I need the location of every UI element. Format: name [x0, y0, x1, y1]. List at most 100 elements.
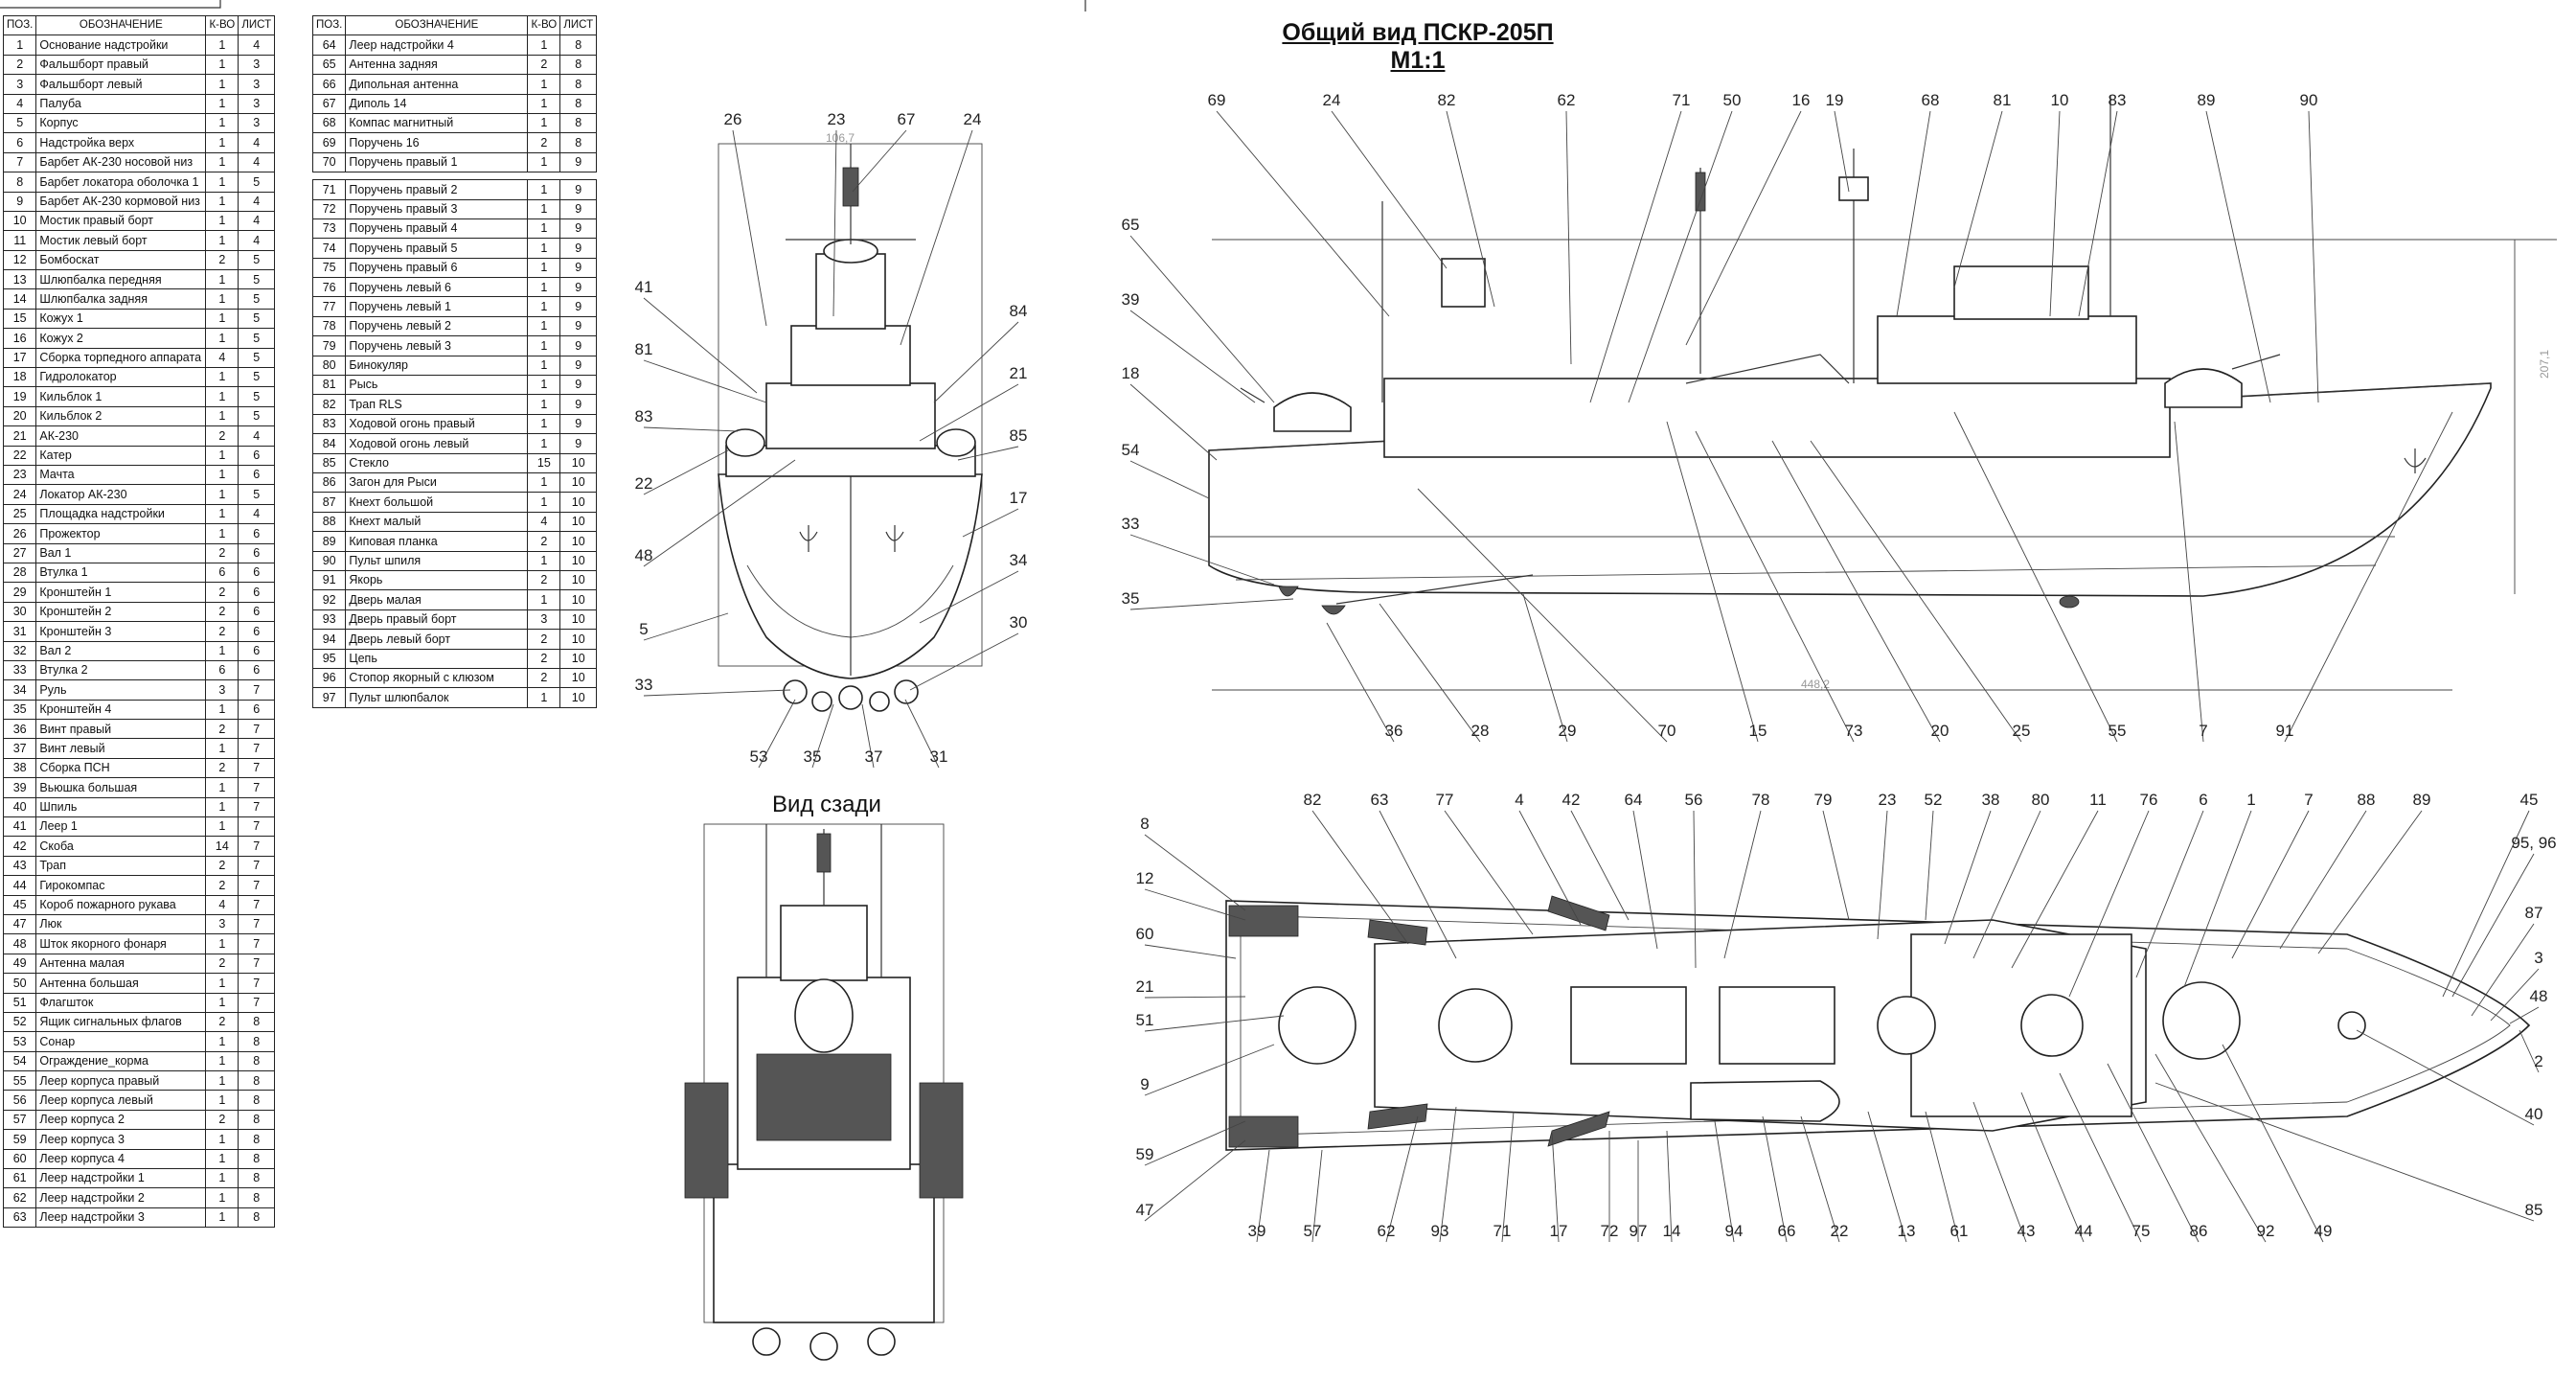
callout-number: 47 — [1136, 1201, 1154, 1219]
side-bridge — [1953, 265, 2089, 320]
leader-line — [1379, 603, 1481, 743]
callout-number: 57 — [1304, 1222, 1322, 1240]
callout-number: 87 — [2525, 904, 2543, 922]
callout-number: 33 — [635, 676, 653, 694]
leader-line — [1867, 1111, 1907, 1243]
callout-number: 48 — [2530, 987, 2548, 1005]
leader-line — [852, 129, 907, 193]
callout-number: 11 — [2089, 791, 2107, 809]
callout-number: 70 — [1658, 722, 1676, 740]
leader-line — [811, 703, 834, 769]
front-bridge — [790, 325, 911, 386]
leader-line — [2308, 110, 2319, 403]
cell-name: Рысь — [345, 375, 529, 396]
callout-number: 52 — [1925, 791, 1943, 809]
cell-name: Леер 1 — [35, 816, 207, 838]
cell-pos: 64 — [311, 34, 347, 56]
cell-pos: 56 — [2, 1090, 37, 1111]
side-propeller — [1321, 605, 1346, 615]
plan-hatch-2 — [1719, 986, 1835, 1065]
rear-view-title: Вид сзади — [772, 792, 881, 817]
callout-number: 38 — [1982, 791, 2000, 809]
side-radar-antenna — [1838, 176, 1869, 201]
callout-number: 39 — [1122, 290, 1140, 309]
leader-line — [1129, 383, 1218, 461]
cell-pos: 67 — [311, 93, 347, 114]
callout-number: 22 — [635, 474, 653, 493]
callout-number: 79 — [1814, 791, 1833, 809]
rear-fire-control — [794, 978, 854, 1053]
leader-line — [1551, 1130, 1560, 1243]
side-shaft — [1335, 574, 1534, 605]
leader-line — [1144, 996, 1246, 999]
leader-line — [1628, 110, 1733, 403]
leader-line — [2205, 110, 2271, 403]
cell-sheet: 5 — [238, 386, 276, 407]
callout-number: 93 — [1431, 1222, 1449, 1240]
plan-fwd-gun — [2162, 981, 2241, 1060]
cell-pos: 5 — [2, 112, 37, 134]
cell-pos: 29 — [2, 582, 37, 603]
cell-pos: 87 — [311, 492, 347, 513]
callout-number: 51 — [1136, 1011, 1154, 1029]
callout-number: 94 — [1725, 1222, 1744, 1240]
callout-number: 86 — [2190, 1222, 2208, 1240]
leader-line — [1311, 1149, 1323, 1243]
callout-number: 14 — [1663, 1222, 1681, 1240]
leader-line — [758, 699, 796, 769]
leader-line — [2222, 1044, 2324, 1243]
plan-aft-gun — [1278, 986, 1356, 1065]
leader-line — [1444, 810, 1534, 935]
cell-name: АК-230 — [35, 425, 207, 447]
cell-qty: 6 — [205, 659, 239, 681]
leader-line — [1522, 593, 1568, 743]
cell-pos: 70 — [311, 151, 347, 173]
cell-sheet: 9 — [559, 179, 598, 200]
leader-line — [2059, 1072, 2142, 1243]
leader-line — [2154, 1082, 2535, 1222]
cell-pos: 30 — [2, 601, 37, 623]
leader-line — [643, 612, 729, 641]
callout-number: 42 — [1562, 791, 1581, 809]
callout-number: 78 — [1752, 791, 1770, 809]
leader-line — [1666, 1130, 1673, 1243]
cell-qty: 1 — [205, 1207, 239, 1229]
callout-number: 84 — [1010, 302, 1028, 320]
rear-transom — [713, 1163, 935, 1323]
callout-number: 18 — [1122, 364, 1140, 382]
leader-line — [919, 383, 1019, 442]
leader-line — [904, 699, 940, 769]
side-view: 448,2 207,1 — [1208, 96, 2557, 691]
leader-line — [933, 321, 1019, 403]
callout-number: 21 — [1010, 364, 1028, 382]
callout-number: 12 — [1136, 869, 1154, 887]
leader-line — [832, 129, 837, 317]
cell-sheet: 10 — [559, 667, 598, 689]
cell-name: Бомбоскат — [35, 249, 207, 271]
cell-sheet: 4 — [238, 230, 276, 251]
cell-qty: 4 — [205, 894, 239, 915]
side-height-dimension: 207,1 — [2538, 350, 2551, 379]
leader-line — [1822, 810, 1850, 921]
leader-line — [2442, 810, 2530, 998]
cell-qty: 1 — [205, 210, 239, 232]
cell-name: Вал 2 — [35, 640, 207, 661]
callout-number: 83 — [635, 407, 653, 425]
cell-pos: 1 — [2, 34, 37, 56]
callout-number: 41 — [635, 278, 653, 296]
cell-qty: 2 — [205, 582, 239, 603]
leader-line — [962, 508, 1019, 538]
callout-number: 62 — [1378, 1222, 1396, 1240]
side-chine-line — [1235, 564, 2377, 581]
